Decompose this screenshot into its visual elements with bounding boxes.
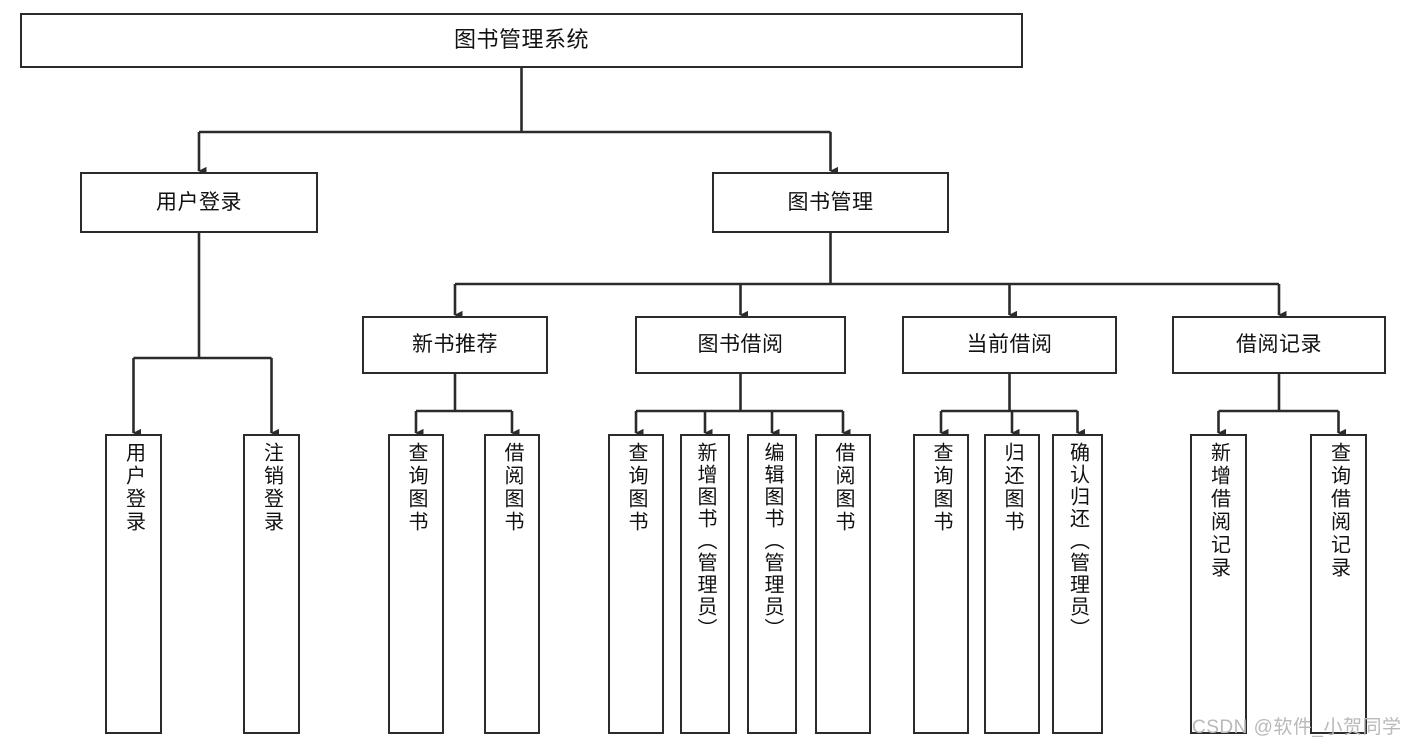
node-leaf-return-book-label: 归还图书 — [1001, 442, 1023, 534]
node-borrow-record-label: 借阅记录 — [1236, 333, 1322, 357]
node-leaf-add-book[interactable]: 新增图书（管理员） — [680, 434, 730, 734]
node-leaf-confirm-return[interactable]: 确认归还（管理员） — [1052, 434, 1103, 734]
node-leaf-edit-book-label: 编辑图书（管理员） — [761, 442, 783, 640]
node-leaf-query-book-3[interactable]: 查询图书 — [913, 434, 969, 734]
node-leaf-borrow-book-1[interactable]: 借阅图书 — [484, 434, 540, 734]
node-current-borrow[interactable]: 当前借阅 — [902, 316, 1117, 374]
node-leaf-query-book-3-label: 查询图书 — [930, 442, 952, 534]
node-leaf-add-record-label: 新增借阅记录 — [1207, 442, 1230, 580]
node-root-label: 图书管理系统 — [453, 27, 589, 53]
node-leaf-return-book[interactable]: 归还图书 — [984, 434, 1040, 734]
node-current-borrow-label: 当前借阅 — [966, 333, 1053, 357]
node-leaf-borrow-book-2[interactable]: 借阅图书 — [815, 434, 871, 734]
node-leaf-query-record-label: 查询借阅记录 — [1327, 442, 1350, 580]
node-leaf-query-book-2[interactable]: 查询图书 — [608, 434, 664, 734]
node-root[interactable]: 图书管理系统 — [20, 13, 1023, 68]
node-leaf-query-book-2-label: 查询图书 — [625, 442, 647, 534]
node-leaf-add-record[interactable]: 新增借阅记录 — [1190, 434, 1247, 734]
node-leaf-borrow-book-1-label: 借阅图书 — [501, 442, 523, 534]
node-book-borrow[interactable]: 图书借阅 — [635, 316, 846, 374]
node-book-borrow-label: 图书借阅 — [697, 333, 784, 357]
node-user-login-label: 用户登录 — [156, 190, 242, 214]
node-leaf-user-login-label: 用户登录 — [122, 442, 145, 534]
node-leaf-query-book-1-label: 查询图书 — [405, 442, 427, 534]
node-leaf-query-book-1[interactable]: 查询图书 — [388, 434, 444, 734]
node-new-book-recommend-label: 新书推荐 — [412, 333, 498, 357]
node-leaf-logout-login-label: 注销登录 — [260, 442, 283, 534]
node-borrow-record[interactable]: 借阅记录 — [1172, 316, 1386, 374]
node-book-manage-label: 图书管理 — [787, 190, 874, 214]
node-leaf-logout-login[interactable]: 注销登录 — [243, 434, 300, 734]
node-leaf-query-record[interactable]: 查询借阅记录 — [1310, 434, 1367, 734]
node-leaf-confirm-return-label: 确认归还（管理员） — [1066, 442, 1089, 640]
node-leaf-add-book-label: 新增图书（管理员） — [694, 442, 716, 640]
node-book-manage[interactable]: 图书管理 — [712, 172, 949, 233]
node-leaf-edit-book[interactable]: 编辑图书（管理员） — [747, 434, 797, 734]
node-new-book-recommend[interactable]: 新书推荐 — [362, 316, 548, 374]
node-user-login[interactable]: 用户登录 — [80, 172, 318, 233]
node-leaf-user-login[interactable]: 用户登录 — [105, 434, 162, 734]
node-leaf-borrow-book-2-label: 借阅图书 — [832, 442, 854, 534]
